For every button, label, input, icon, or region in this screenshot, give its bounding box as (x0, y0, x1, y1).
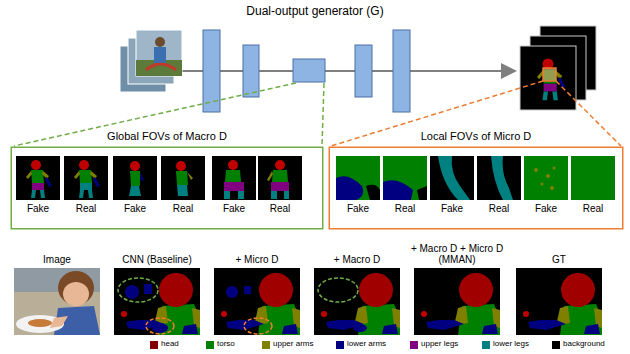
thumbnail: Real (258, 156, 302, 200)
thumbnail: Real (383, 156, 427, 200)
thumbnail: Real (477, 156, 521, 200)
caption: GT (510, 254, 608, 265)
diagram-label: Dual-output generator (G) (0, 5, 630, 18)
caption: Image (8, 254, 106, 265)
caption: Real (159, 203, 207, 214)
thumbnail: Real (161, 156, 205, 200)
legend-swatch (482, 341, 490, 349)
caption: Real (256, 203, 304, 214)
thumbnail: Fake (524, 156, 568, 200)
result-image: + Macro D + Micro D (MMAN) (414, 268, 500, 335)
caption: Real (62, 203, 110, 214)
caption: Real (475, 203, 523, 214)
caption: Real (381, 203, 429, 214)
global-thumbnails (16, 156, 302, 200)
caption: Fake (14, 203, 62, 214)
legend-text: lower legs (493, 340, 529, 349)
result-image: + Micro D (214, 268, 300, 335)
thumbnail: Fake (336, 156, 380, 200)
group-box: Local FOVs of Micro DFakeRealFakeRealFak… (330, 148, 622, 228)
thumbnail: Real (64, 156, 108, 200)
legend-swatch (552, 341, 560, 349)
thumbnail: Fake (113, 156, 157, 200)
thumbnail: Fake (212, 156, 256, 200)
group-heading: Local FOVs of Micro D (332, 130, 620, 142)
caption: CNN (Baseline) (108, 254, 206, 265)
thumbnail: Fake (430, 156, 474, 200)
caption: Fake (111, 203, 159, 214)
caption: Fake (210, 203, 258, 214)
caption: + Macro D (308, 254, 406, 265)
local-thumbnails (336, 156, 615, 200)
caption: Fake (428, 203, 476, 214)
legend-text: upper legs (421, 340, 458, 349)
generator (120, 26, 596, 112)
legend-swatch (262, 341, 270, 349)
group-box: Global FOVs of Macro DFakeRealFakeRealFa… (12, 148, 322, 228)
legend-text: upper arms (273, 340, 313, 349)
result-row (14, 268, 602, 335)
caption: Real (569, 203, 617, 214)
result-image: GT (516, 268, 602, 335)
legend-text: head (161, 340, 179, 349)
result-image: CNN (Baseline) (114, 268, 200, 335)
legend-text: background (563, 340, 605, 349)
thumbnail: Fake (16, 156, 60, 200)
group-heading: Global FOVs of Macro D (17, 130, 317, 142)
legend-text: torso (217, 340, 235, 349)
zoom-lines (14, 81, 621, 146)
legend-swatch (336, 341, 344, 349)
legend-text: lower arms (347, 340, 386, 349)
thumbnail: Real (571, 156, 615, 200)
legend-swatch (410, 341, 418, 349)
caption: Fake (522, 203, 570, 214)
legend-swatch (150, 341, 158, 349)
caption: + Micro D (208, 254, 306, 265)
caption: + Macro D + Micro D (MMAN) (401, 243, 513, 265)
caption: Fake (334, 203, 382, 214)
result-image: Image (14, 268, 100, 335)
legend-swatch (206, 341, 214, 349)
result-image: + Macro D (314, 268, 400, 335)
